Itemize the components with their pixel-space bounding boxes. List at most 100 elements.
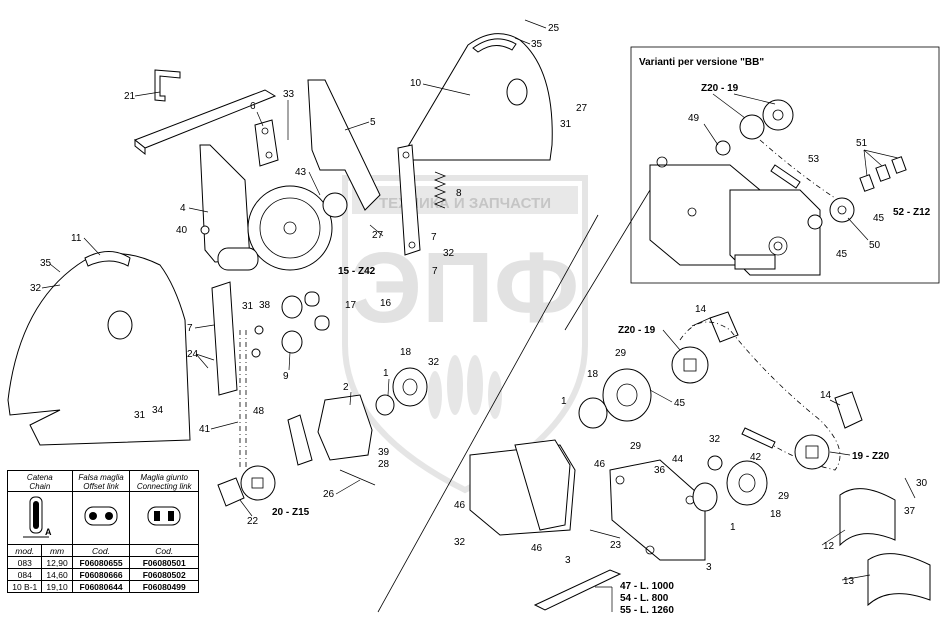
callout-18b: 18 xyxy=(587,369,599,380)
left-assembly xyxy=(7,69,381,507)
callout-3b: 3 xyxy=(706,562,712,573)
table-cell: F06080499 xyxy=(129,580,199,593)
callout-14a: 14 xyxy=(695,304,707,315)
callout-33: 33 xyxy=(283,89,295,100)
callout-32e: 32 xyxy=(454,537,466,548)
callout-17: 17 xyxy=(345,300,357,311)
callout-30: 30 xyxy=(916,478,928,489)
table-subheader-cod-connecting: Cod. xyxy=(129,544,199,557)
callout-31c: 31 xyxy=(134,410,146,421)
callout-28: 28 xyxy=(378,459,390,470)
inset-label-z20: Z20 - 19 xyxy=(701,83,739,94)
leader-lines xyxy=(41,19,871,612)
callout-22: 22 xyxy=(247,516,259,527)
callout-bar-54: 54 - L. 800 xyxy=(620,593,669,604)
callout-8: 8 xyxy=(456,188,462,199)
callout-19-z20: 19 - Z20 xyxy=(852,451,890,462)
callout-41: 41 xyxy=(199,424,211,435)
inset-bb-variant: Varianti per versione "BB" Z20 - 19 49 5… xyxy=(630,46,940,284)
callout-36: 36 xyxy=(654,465,666,476)
inset-label-51: 51 xyxy=(856,138,868,149)
callout-27a: 27 xyxy=(576,103,588,114)
callout-13: 13 xyxy=(843,576,855,587)
inset-washer-49 xyxy=(715,140,731,156)
callout-46b: 46 xyxy=(454,500,466,511)
centre-assembly xyxy=(375,33,768,611)
callout-25: 25 xyxy=(548,23,560,34)
table-cell: F06080502 xyxy=(129,568,199,581)
callout-32c: 32 xyxy=(428,357,440,368)
callout-29c: 29 xyxy=(778,491,790,502)
callout-3a: 3 xyxy=(565,555,571,566)
callout-32b: 32 xyxy=(443,248,455,259)
callout-31b: 31 xyxy=(242,301,254,312)
inset-gear-z12 xyxy=(829,197,855,223)
callout-labels: 25 35 10 27 31 21 6 33 5 43 8 4 40 11 35… xyxy=(30,23,928,616)
callout-31a: 31 xyxy=(560,119,572,130)
callout-2: 2 xyxy=(343,382,349,393)
inset-label-50: 50 xyxy=(869,240,881,251)
callout-bar-55: 55 - L. 1260 xyxy=(620,605,674,616)
table-cell: F06080644 xyxy=(71,580,131,593)
callout-29a: 29 xyxy=(615,348,627,359)
callout-44: 44 xyxy=(672,454,684,465)
callout-32d: 32 xyxy=(709,434,721,445)
table-row: 10 B-1 19,10 F06080644 F06080499 xyxy=(6,580,199,593)
callout-35b: 35 xyxy=(40,258,52,269)
callout-23: 23 xyxy=(610,540,622,551)
callout-34: 34 xyxy=(152,405,164,416)
callout-27b: 27 xyxy=(372,230,384,241)
table-cell: F06080655 xyxy=(71,556,131,569)
callout-21: 21 xyxy=(124,91,136,102)
inset-gear-z20 xyxy=(739,99,794,140)
callout-37: 37 xyxy=(904,506,916,517)
table-cell: 10 B-1 xyxy=(6,580,43,593)
callout-11: 11 xyxy=(71,233,82,244)
table-cell: 14,60 xyxy=(41,568,73,581)
watermark-top-text: ТЕХНИКА И ЗАПЧАСТИ xyxy=(379,195,551,212)
table-cell: 12,90 xyxy=(41,556,73,569)
callout-5: 5 xyxy=(370,117,376,128)
callout-7c: 7 xyxy=(187,323,193,334)
callout-4: 4 xyxy=(180,203,186,214)
callout-24: 24 xyxy=(187,349,199,360)
callout-6: 6 xyxy=(250,101,256,112)
table-subheader-mm: mm xyxy=(41,544,73,557)
callout-46a: 46 xyxy=(594,459,606,470)
callout-26: 26 xyxy=(323,489,335,500)
callout-35a: 35 xyxy=(531,39,543,50)
callout-43: 43 xyxy=(295,167,307,178)
callout-7a: 7 xyxy=(431,232,437,243)
callout-42: 42 xyxy=(750,452,762,463)
table-row: 083 12,90 F06080655 F06080501 xyxy=(6,556,199,569)
watermark-big-text: ЭПФ xyxy=(351,232,579,344)
callout-14b: 14 xyxy=(820,390,832,401)
table-cell: 19,10 xyxy=(41,580,73,593)
callout-18a: 18 xyxy=(400,347,412,358)
inset-label-53: 53 xyxy=(808,154,820,165)
callout-1a: 1 xyxy=(383,368,389,379)
table-row: 084 14,60 F06080666 F06080502 xyxy=(6,568,199,581)
table-subheader-cod-offset: Cod. xyxy=(71,544,131,557)
callout-15: 15 - Z42 xyxy=(338,266,376,277)
callout-1b: 1 xyxy=(561,396,567,407)
inset-label-45b: 45 xyxy=(836,249,848,260)
sprocket-z42 xyxy=(247,185,333,271)
callout-38: 38 xyxy=(259,300,271,311)
callout-10: 10 xyxy=(410,78,422,89)
connecting-link-picture xyxy=(129,491,199,545)
callout-12: 12 xyxy=(823,541,835,552)
callout-32a: 32 xyxy=(30,283,42,294)
right-assembly xyxy=(671,311,931,607)
reference-lines xyxy=(377,189,651,613)
callout-20: 20 - Z15 xyxy=(272,507,310,518)
callout-40: 40 xyxy=(176,225,188,236)
callout-1c: 1 xyxy=(730,522,736,533)
callout-48: 48 xyxy=(253,406,265,417)
callout-7b: 7 xyxy=(432,266,438,277)
callout-16: 16 xyxy=(380,298,392,309)
